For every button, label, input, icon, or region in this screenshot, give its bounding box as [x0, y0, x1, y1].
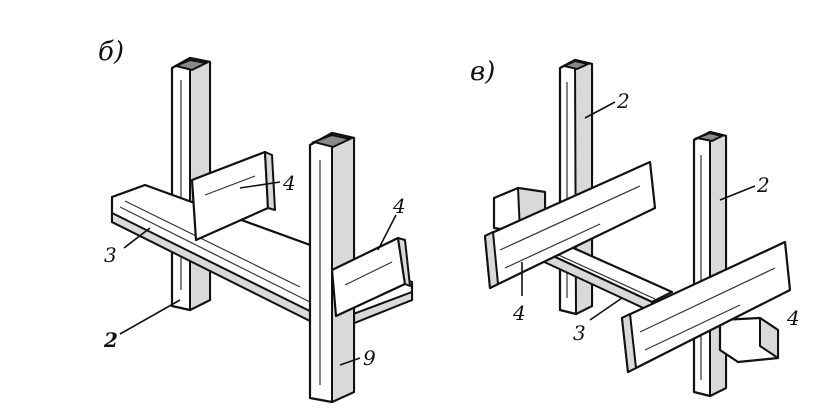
figure-v-labels: 2 2 4 3 4	[512, 89, 800, 345]
figure-b-label-3: 3	[104, 243, 117, 267]
figure-v-board-left	[483, 160, 657, 290]
figure-b-label-4-upper: 4	[282, 171, 296, 195]
figure-v-board-right	[620, 240, 792, 374]
figure-b-section-label: б)	[98, 37, 124, 67]
figure-v: в)	[470, 57, 800, 398]
figure-b-label-9: 9	[363, 346, 376, 370]
figure-b: б)	[98, 37, 414, 404]
figure-v-label-4-right: 4	[786, 306, 800, 330]
figure-b-label-2: 2	[103, 328, 118, 352]
figure-b-label-4-side: 4	[392, 194, 406, 218]
figure-v-label-3: 3	[573, 321, 586, 345]
figure-v-label-2-left: 2	[616, 89, 630, 113]
figure-b-board-upper	[190, 150, 276, 242]
figure-v-side-block	[718, 316, 780, 364]
figure-v-section-label: в)	[470, 57, 495, 87]
figure-b-labels: 4 4 3 2 9	[103, 171, 406, 370]
figure-v-label-4-left: 4	[512, 301, 526, 325]
figure-b-board-side	[330, 236, 411, 318]
figure-v-label-2-right: 2	[756, 173, 770, 197]
figure-v-right-post	[692, 130, 728, 398]
